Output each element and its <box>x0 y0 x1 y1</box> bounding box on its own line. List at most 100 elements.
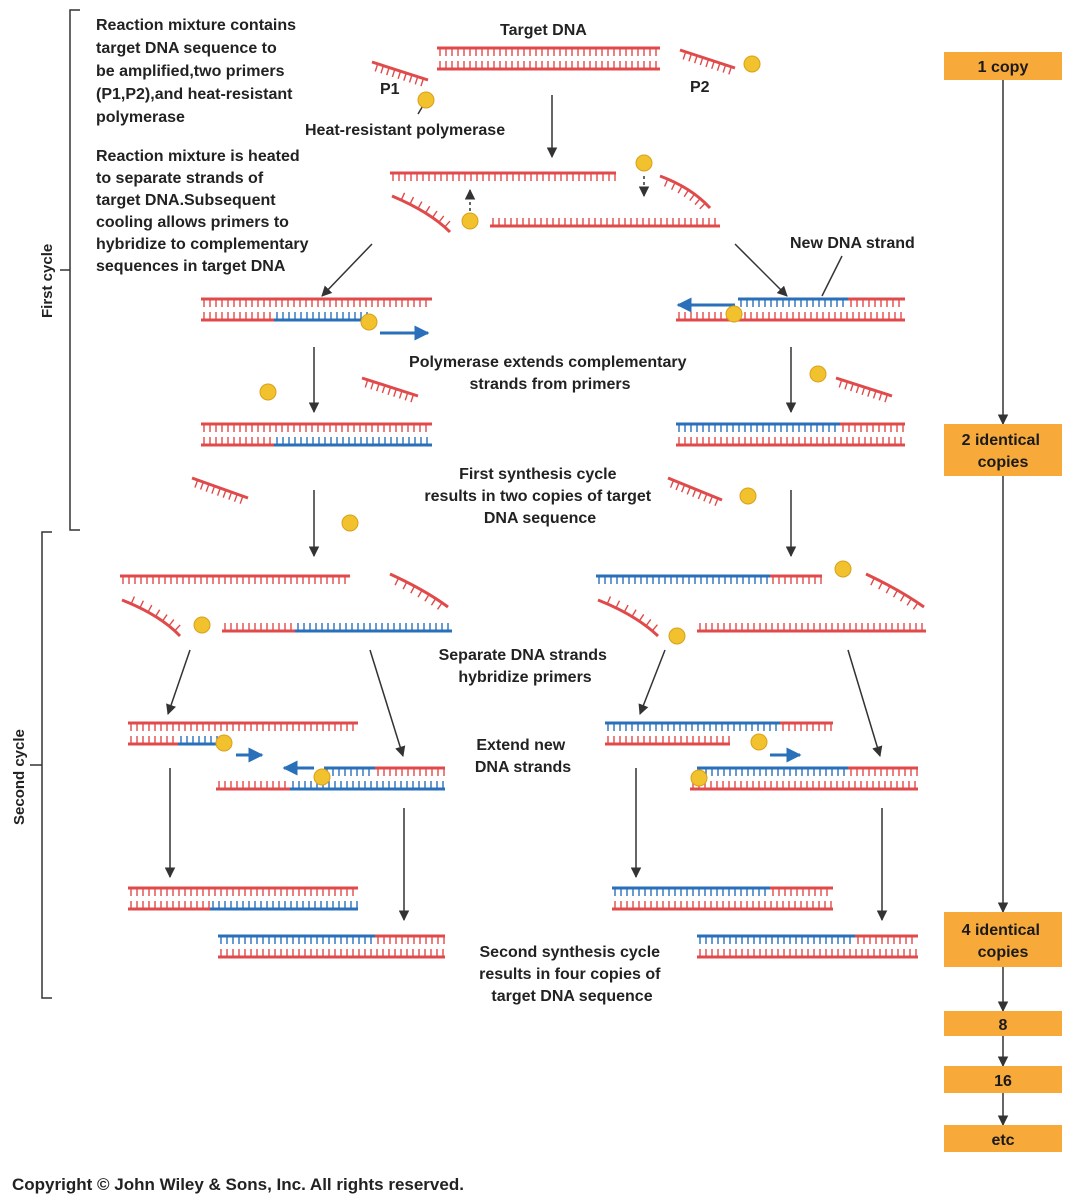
dna-strand <box>437 61 660 71</box>
copyright-text: Copyright © John Wiley & Sons, Inc. All … <box>12 1175 464 1194</box>
counter-16: 16 <box>994 1073 1012 1090</box>
dna-strand <box>120 574 350 584</box>
counter-2-copies: 2 identical copies <box>962 432 1045 471</box>
polymerase-molecules <box>193 55 852 787</box>
dna-strand <box>605 721 780 731</box>
step2-text: Reaction mixture is heated to separate s… <box>96 148 313 275</box>
primer <box>667 476 723 507</box>
dna-strand <box>690 781 918 791</box>
polymerase-label: Heat-resistant polymerase <box>305 122 505 139</box>
dna-strand <box>201 422 432 432</box>
polymerase-icon <box>743 55 761 73</box>
copy-counter: 1 copy 2 identical copies 4 identical co… <box>944 52 1062 1152</box>
polymerase-icon <box>690 769 708 787</box>
dna-strand <box>840 422 905 432</box>
counter-box-16 <box>944 1066 1062 1093</box>
dna-strand <box>697 623 926 633</box>
polymerase-icon <box>739 487 757 505</box>
dna-strand <box>295 623 452 633</box>
dna-strand-curve <box>597 596 660 638</box>
extension-arrows <box>236 297 802 776</box>
polymerase-icon <box>341 514 359 532</box>
counter-box-2 <box>944 424 1062 476</box>
dna-strand <box>738 297 848 307</box>
dna-strand <box>201 437 274 447</box>
flow-arrow <box>847 649 883 758</box>
dna-strand-curve <box>865 572 925 610</box>
counter-box-etc <box>944 1125 1062 1152</box>
primer <box>361 376 419 403</box>
counter-box-1 <box>944 52 1062 80</box>
dna-strand <box>128 886 358 896</box>
dna-strand <box>612 901 833 911</box>
new-strand-label: New DNA strand <box>790 235 915 252</box>
polymerase-icon <box>461 212 479 230</box>
polymerase-icon <box>215 734 233 752</box>
dna-strand <box>697 766 848 776</box>
target-dna-label: Target DNA <box>500 22 587 39</box>
p2-label: P2 <box>690 79 710 96</box>
dna-strand <box>780 721 833 731</box>
dna-strand <box>605 736 660 746</box>
dna-strand <box>848 766 918 776</box>
dna-strand <box>218 949 445 959</box>
flow-arrows <box>164 95 888 922</box>
dna-strand <box>390 171 616 181</box>
primer <box>191 476 249 504</box>
dna-strand <box>290 781 445 791</box>
dna-strand <box>375 766 445 776</box>
dna-strand <box>128 736 178 746</box>
dna-strand <box>596 574 770 584</box>
second-cycle-bracket <box>30 531 52 999</box>
dna-strand <box>676 312 905 322</box>
dna-strand <box>697 934 855 944</box>
dna-strand-curve <box>121 596 182 638</box>
new-strand-pointer <box>821 255 843 297</box>
counter-etc: etc <box>991 1132 1014 1149</box>
dna-strand <box>770 886 833 896</box>
flow-arrow <box>734 243 788 297</box>
flow-arrow <box>638 649 666 715</box>
step3-text: Polymerase extends complementary strands… <box>409 354 691 393</box>
primer <box>679 48 736 75</box>
dna-strand <box>222 623 295 633</box>
dna-strands <box>120 46 926 959</box>
dna-strand <box>274 437 432 447</box>
step7-text: Second synthesis cycle results in four c… <box>479 944 665 1005</box>
dna-strand <box>218 934 375 944</box>
first-cycle-bracket <box>60 9 80 531</box>
flow-arrow <box>369 649 406 758</box>
step4-text: First synthesis cycle results in two cop… <box>424 466 655 527</box>
dna-strand <box>216 781 290 791</box>
polymerase-icon <box>668 627 686 645</box>
dna-strand <box>697 949 918 959</box>
dna-strand <box>855 934 918 944</box>
step5-text: Separate DNA strands hybridize primers <box>439 647 612 686</box>
polymerase-icon <box>313 768 331 786</box>
p1-label: P1 <box>380 81 400 98</box>
flow-arrow <box>166 649 191 715</box>
dna-strand <box>437 46 660 56</box>
polymerase-icon <box>750 733 768 751</box>
primer <box>835 376 893 403</box>
dna-strand <box>375 934 445 944</box>
dna-strand <box>201 297 432 307</box>
dna-strand <box>676 422 840 432</box>
polymerase-icon <box>725 305 743 323</box>
polymerase-icon <box>834 560 852 578</box>
counter-1-copy: 1 copy <box>978 59 1029 76</box>
dna-strand <box>676 437 905 447</box>
dna-strand <box>201 312 274 322</box>
polymerase-icon <box>193 616 211 634</box>
dna-strand <box>612 886 770 896</box>
dna-strand-curve <box>391 192 452 234</box>
polymerase-icon <box>259 383 277 401</box>
primer <box>371 60 429 87</box>
polymerase-icon <box>809 365 827 383</box>
first-cycle-label: First cycle <box>39 244 56 318</box>
polymerase-icon <box>417 91 435 109</box>
polymerase-icon <box>360 313 378 331</box>
polymerase-icon <box>635 154 653 172</box>
step6-text: Extend new DNA strands <box>475 737 571 776</box>
